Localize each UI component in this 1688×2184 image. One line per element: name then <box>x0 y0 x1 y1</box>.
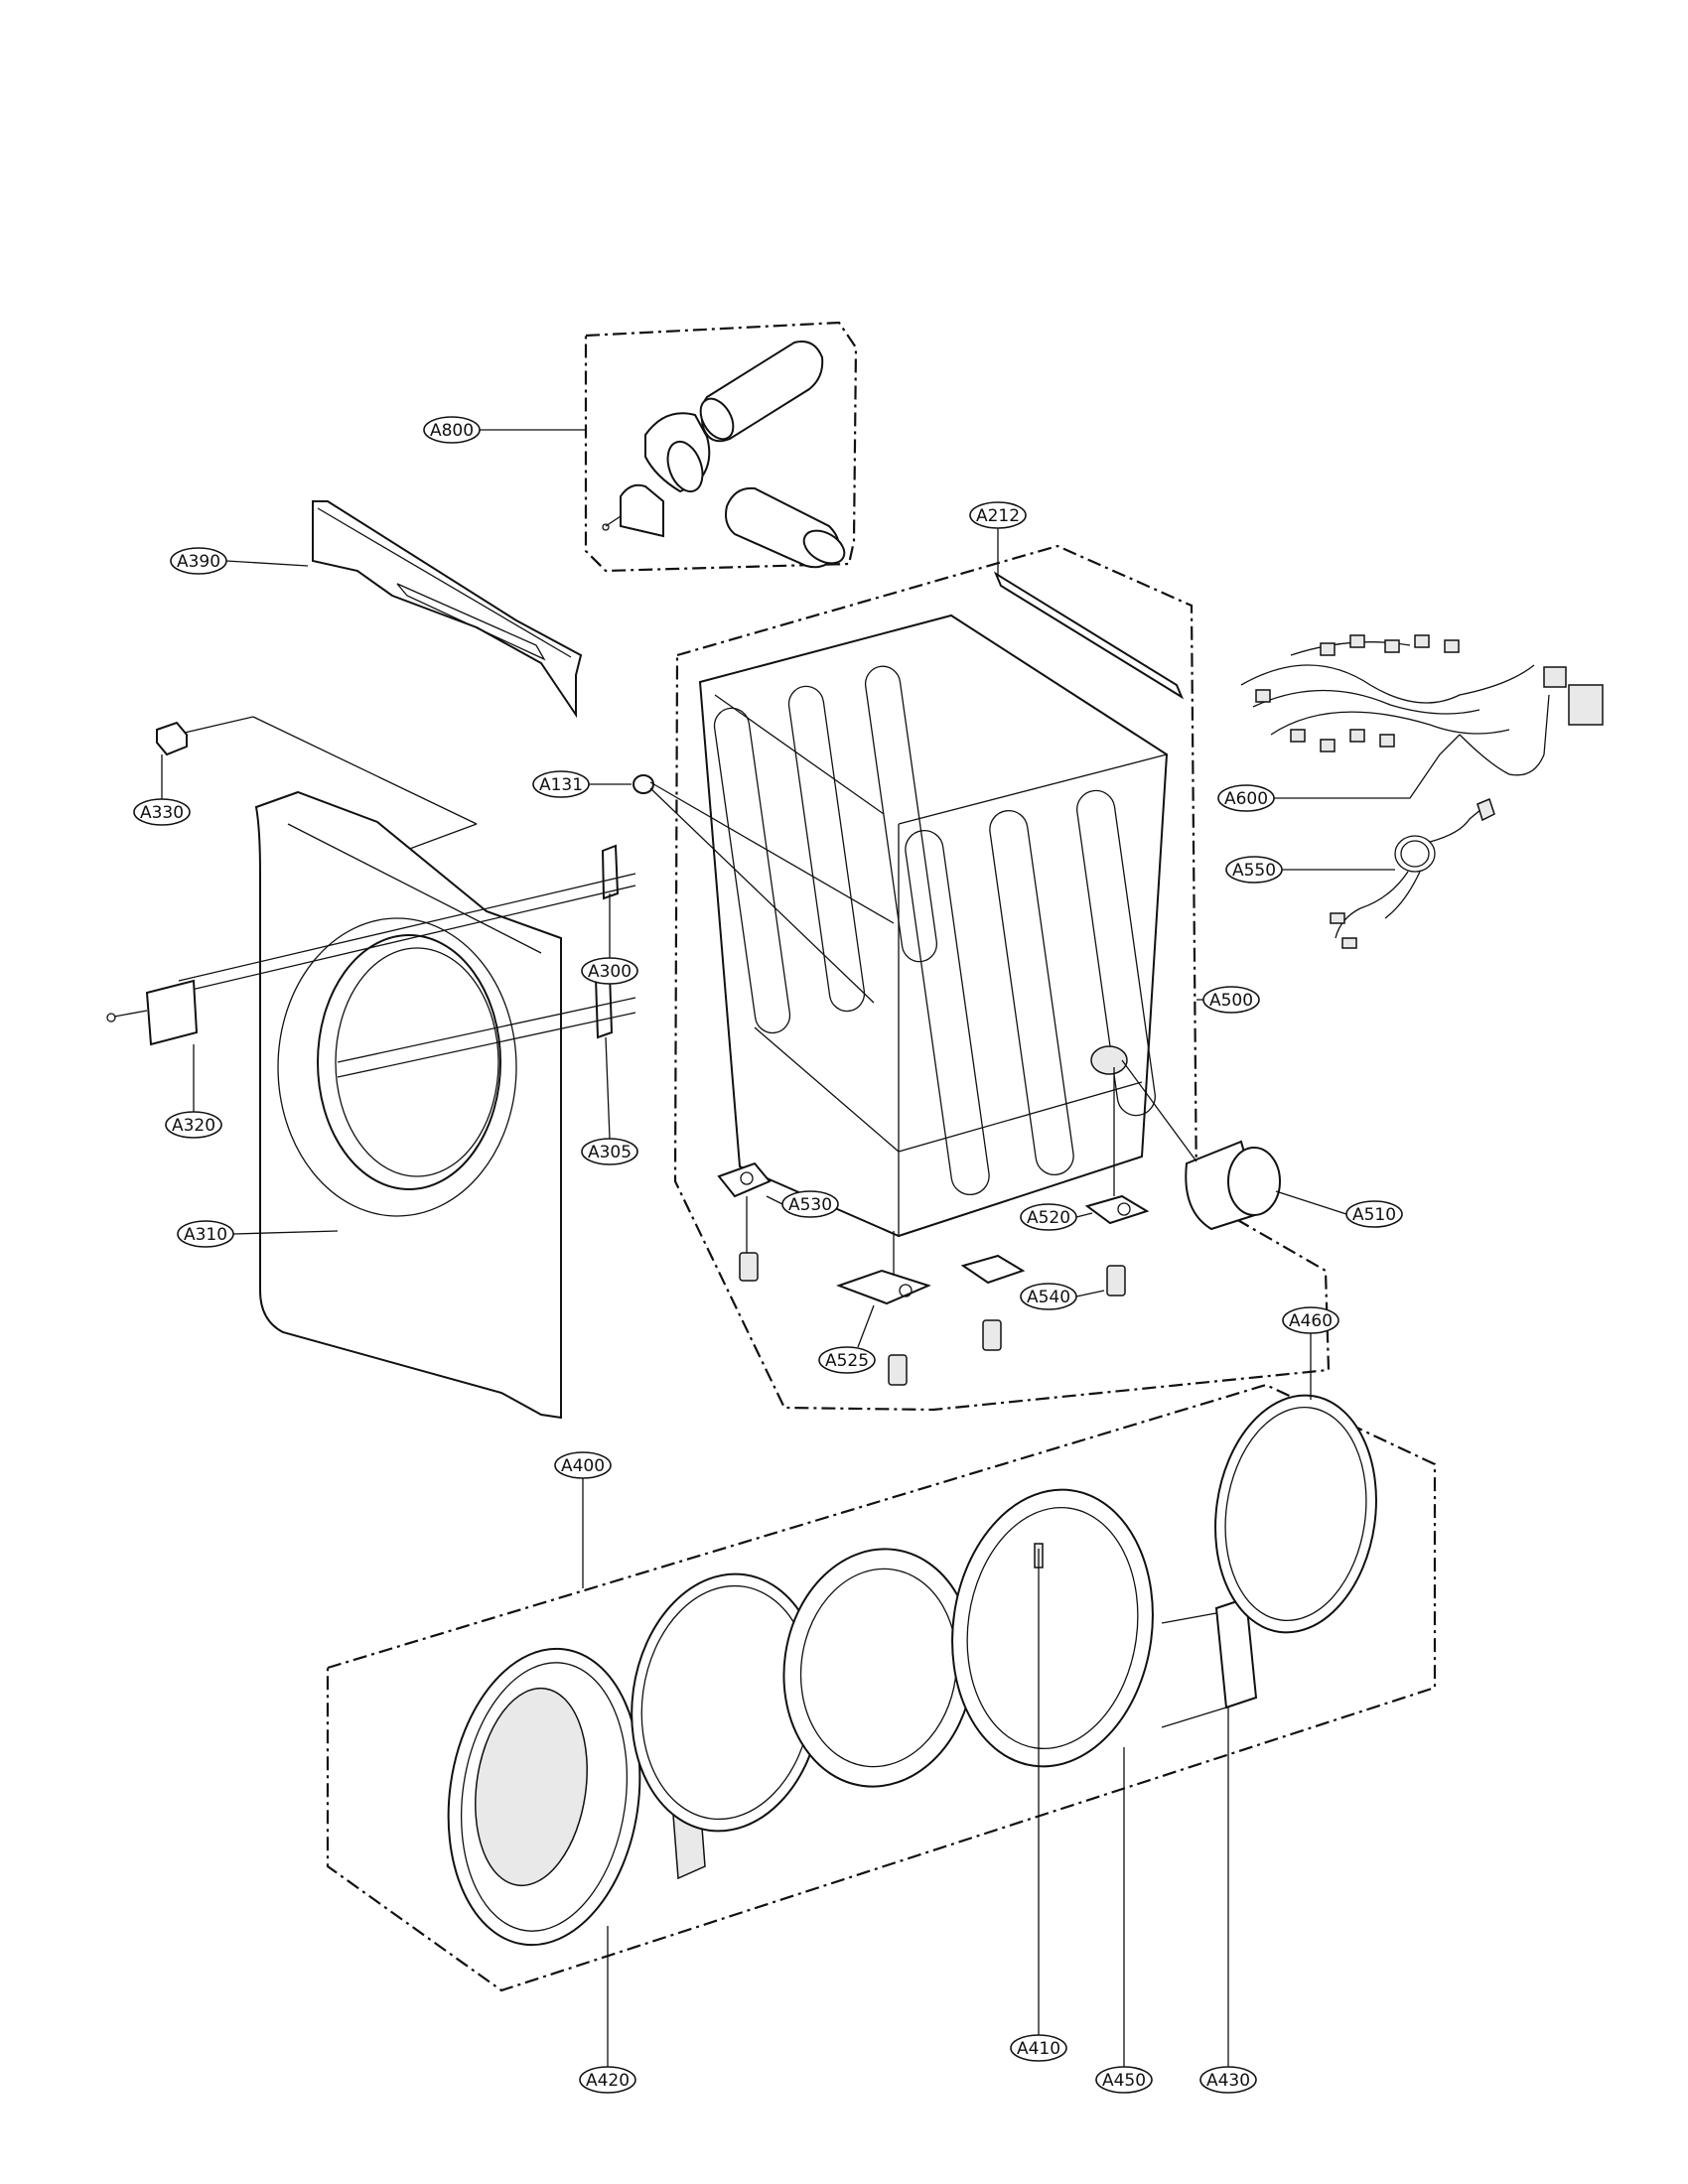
hinge-bracket-left <box>106 979 199 1046</box>
svg-text:A460: A460 <box>1289 1311 1333 1331</box>
vent-kit-group-outline <box>584 321 858 573</box>
svg-text:A410: A410 <box>1017 2039 1060 2059</box>
svg-text:A540: A540 <box>1027 1288 1070 1307</box>
top-rail <box>993 571 1185 700</box>
callout-A300: A300 <box>581 957 638 985</box>
callout-A520: A520 <box>1020 1203 1077 1231</box>
svg-text:A550: A550 <box>1232 861 1276 881</box>
svg-text:A600: A600 <box>1224 789 1268 809</box>
callout-A500: A500 <box>1202 986 1260 1014</box>
callout-A410: A410 <box>1010 2034 1067 2062</box>
svg-text:A212: A212 <box>976 506 1020 526</box>
svg-text:A305: A305 <box>588 1143 632 1162</box>
callout-A460: A460 <box>1282 1306 1339 1334</box>
power-cord <box>1330 797 1495 949</box>
callout-A305: A305 <box>581 1138 638 1165</box>
leg-bracket-a525 <box>836 1231 931 1305</box>
exhaust-duct <box>1121 1059 1281 1231</box>
vent-duct-kit <box>602 341 846 569</box>
svg-text:A500: A500 <box>1209 991 1253 1011</box>
callout-A600: A600 <box>1217 784 1275 812</box>
leveling-feet <box>739 1252 1126 1386</box>
leg-bracket-a520 <box>960 1067 1150 1285</box>
svg-text:A330: A330 <box>140 803 184 823</box>
leg-bracket-a530 <box>717 1161 772 1259</box>
front-panel <box>254 790 562 1420</box>
svg-text:A800: A800 <box>430 421 474 441</box>
door-latch-hook <box>1034 1543 1044 2035</box>
callout-A510: A510 <box>1345 1200 1403 1228</box>
callout-A525: A525 <box>818 1346 876 1374</box>
door-seal <box>1214 1394 1377 1634</box>
svg-text:A420: A420 <box>586 2071 630 2091</box>
door-outer-frame <box>447 1647 641 1947</box>
callout-A420: A420 <box>579 2066 636 2094</box>
svg-text:A530: A530 <box>788 1195 832 1215</box>
callout-A320: A320 <box>165 1111 222 1139</box>
callout-A310: A310 <box>177 1220 234 1248</box>
svg-text:A430: A430 <box>1206 2071 1250 2091</box>
svg-text:A300: A300 <box>588 962 632 982</box>
door-inner-frame <box>951 1488 1154 1768</box>
callout-A540: A540 <box>1020 1283 1077 1310</box>
callout-A450: A450 <box>1095 2066 1153 2094</box>
callout-A212: A212 <box>969 501 1027 529</box>
callout-A390: A390 <box>170 547 227 575</box>
hinge-upper <box>178 844 636 994</box>
svg-text:A520: A520 <box>1027 1208 1070 1228</box>
door-hinge-plate <box>1161 1596 1258 1728</box>
cabinet-group-outline <box>673 544 1331 1412</box>
callout-A330: A330 <box>133 798 191 826</box>
hinge-lower <box>337 971 636 1078</box>
grommet <box>633 774 895 1004</box>
svg-text:A400: A400 <box>561 1456 605 1476</box>
door-group-outline <box>326 1383 1437 1992</box>
callout-A530: A530 <box>781 1190 839 1218</box>
svg-text:A390: A390 <box>177 552 220 572</box>
svg-text:A510: A510 <box>1352 1205 1396 1225</box>
callout-A131: A131 <box>532 770 590 798</box>
callout-A550: A550 <box>1225 856 1283 884</box>
wire-harness <box>1240 634 1604 776</box>
svg-text:A450: A450 <box>1102 2071 1146 2091</box>
callout-leaders <box>161 429 1461 2067</box>
svg-text:A310: A310 <box>184 1225 227 1245</box>
svg-text:A131: A131 <box>539 775 583 795</box>
svg-text:A320: A320 <box>172 1116 215 1136</box>
callout-A400: A400 <box>554 1451 612 1479</box>
callout-A430: A430 <box>1199 2066 1257 2094</box>
cabinet-body <box>698 614 1169 1238</box>
svg-text:A525: A525 <box>825 1351 869 1371</box>
top-rear-panel <box>312 500 583 719</box>
callout-A800: A800 <box>423 416 481 444</box>
